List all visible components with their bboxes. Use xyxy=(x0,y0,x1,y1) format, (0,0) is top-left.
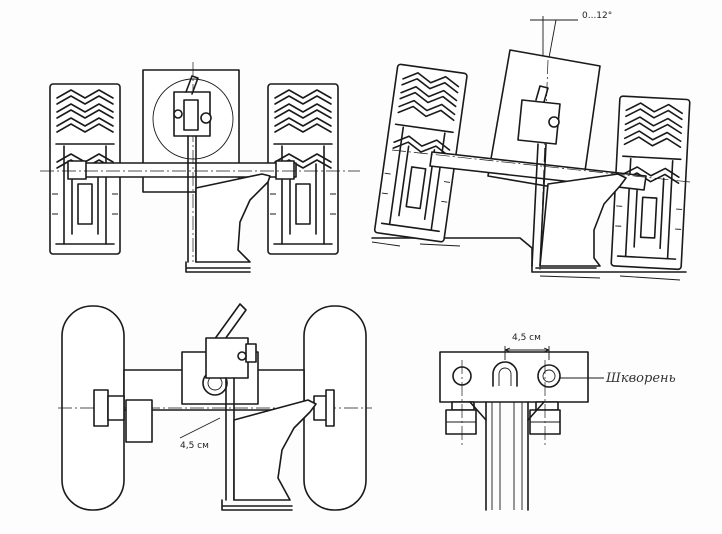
front-view-drawing xyxy=(40,62,360,273)
kingpin-detail-drawing: 4,5 см Шкворень xyxy=(439,333,676,511)
dimension-label-top: 4,5 см xyxy=(512,333,541,343)
tilted-plough xyxy=(539,173,627,267)
top-plough xyxy=(233,399,317,501)
kingpin-label: Шкворень xyxy=(605,371,676,386)
plough-body xyxy=(195,173,271,263)
lever-handle xyxy=(213,303,247,347)
mount-hole-2 xyxy=(492,361,518,387)
tilted-view-drawing: 0...12° xyxy=(371,11,690,281)
angle-label: 0...12° xyxy=(582,11,612,21)
kingpin-hole xyxy=(537,364,561,388)
top-view-drawing: 4,5 см xyxy=(58,303,372,511)
ground-line xyxy=(371,237,687,273)
dimension-label-bottom-left: 4,5 см xyxy=(180,441,209,451)
